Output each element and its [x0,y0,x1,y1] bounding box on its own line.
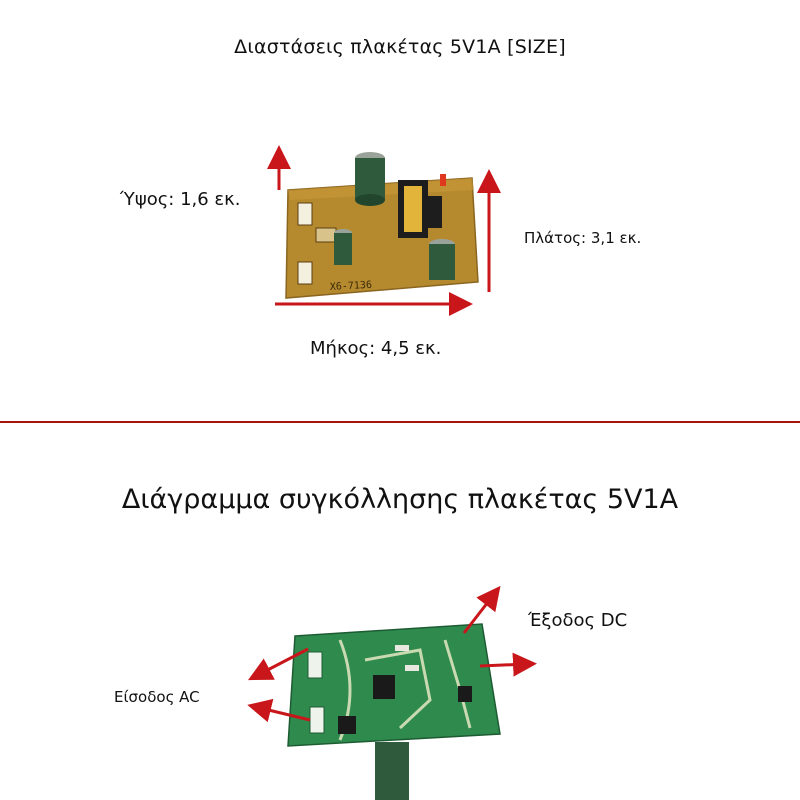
length-label: Μήκος: 4,5 εκ. [310,338,442,359]
section-divider [0,421,800,423]
wiring-title: Διάγραμμα συγκόλλησης πλακέτας 5V1A [121,484,679,515]
input-label: Είσοδος AC [114,688,200,706]
height-label: Ύψος: 1,6 εκ. [120,189,241,210]
output-label: Έξοδος DC [528,610,628,631]
board-silkscreen: X6-7136 [330,280,373,293]
pcb-board-bottom [287,623,501,800]
pcb-board-top: X6-7136 [285,152,479,299]
arrow-right-icon [479,652,537,677]
arrow-left-icon [247,698,311,723]
width-label: Πλάτος: 3,1 εκ. [524,229,642,247]
arrow-up-icon [462,585,501,634]
dimensions-title: Διαστάσεις πλακέτας 5V1A [SIZE] [234,36,566,58]
dimensions-illustration: X6-7136 [267,145,501,316]
arrow-left-icon [248,647,309,681]
